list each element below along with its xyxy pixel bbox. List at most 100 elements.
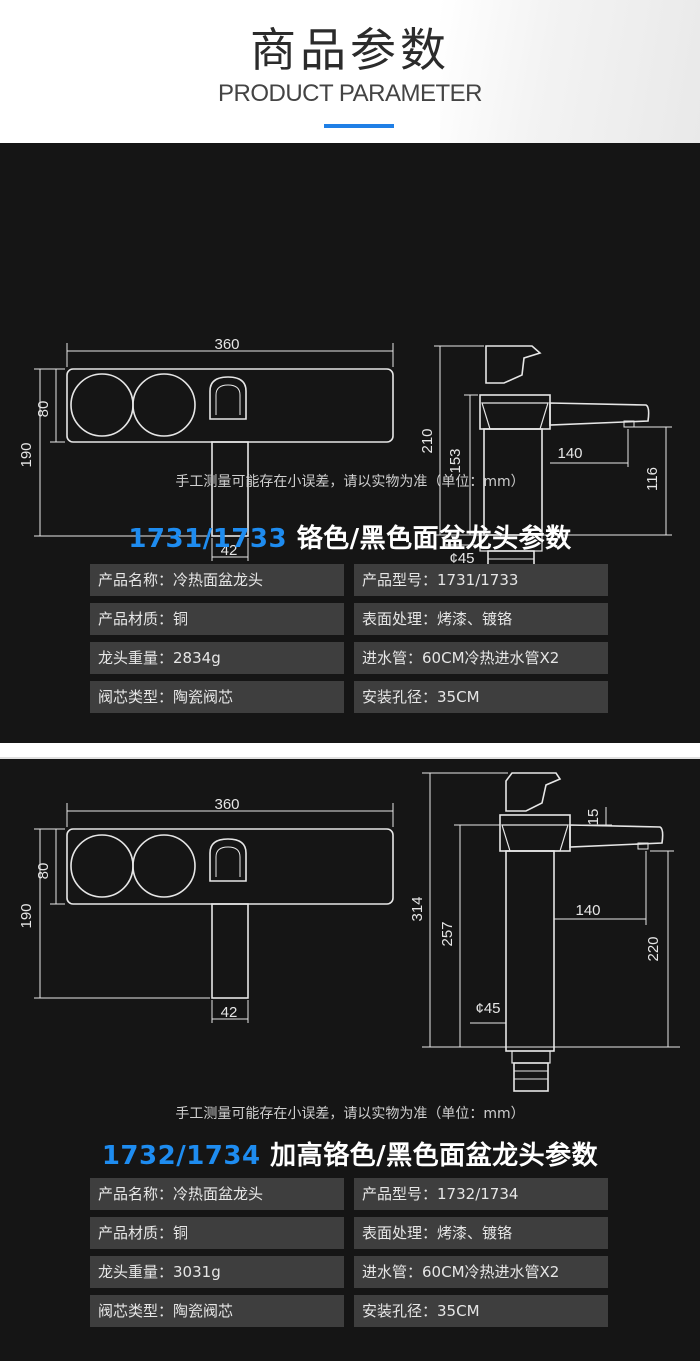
param-value: 铜 bbox=[173, 1224, 189, 1242]
dim-height: 190 bbox=[18, 442, 35, 467]
dim-hole: ¢45 bbox=[475, 1000, 500, 1017]
param-label: 表面处理： bbox=[362, 1224, 438, 1242]
lever-outline bbox=[209, 838, 247, 882]
param-label: 进水管： bbox=[362, 649, 423, 667]
side-body-top bbox=[499, 814, 571, 852]
technical-drawing-1731: 360 190 80 42 210 153 140 116 ¢45 bbox=[18, 336, 672, 583]
dim-spout-height: 220 bbox=[645, 936, 662, 961]
param-cell: 安装孔径：35CM bbox=[354, 1295, 608, 1327]
param-cell: 龙头重量：3031g bbox=[90, 1256, 344, 1288]
param-value: 铜 bbox=[173, 610, 189, 628]
dim-reach: 140 bbox=[557, 445, 582, 462]
param-label: 龙头重量： bbox=[98, 649, 174, 667]
dim-width: 360 bbox=[214, 796, 239, 813]
param-cell: 产品材质：铜 bbox=[90, 603, 344, 635]
param-value: 陶瓷阀芯 bbox=[173, 1302, 234, 1320]
param-label: 产品型号： bbox=[362, 571, 438, 589]
dim-total-height: 314 bbox=[409, 896, 426, 921]
stem-outline bbox=[211, 903, 249, 999]
side-handle-outline bbox=[505, 772, 562, 812]
side-inlet-outline bbox=[513, 1062, 549, 1092]
dim-knob: 80 bbox=[35, 863, 52, 880]
dim-stem: 42 bbox=[221, 1004, 238, 1021]
header-background-photo bbox=[440, 0, 700, 143]
param-cell: 表面处理：烤漆、镀铬 bbox=[354, 603, 608, 635]
param-label: 表面处理： bbox=[362, 610, 438, 628]
dim-height: 190 bbox=[18, 903, 35, 928]
param-cell: 阀芯类型：陶瓷阀芯 bbox=[90, 681, 344, 713]
side-spout-outline bbox=[549, 402, 650, 426]
page-subtitle: PRODUCT PARAMETER bbox=[218, 80, 482, 107]
dim-width: 360 bbox=[214, 336, 239, 353]
param-cell: 产品名称：冷热面盆龙头 bbox=[90, 564, 344, 596]
param-cell: 产品名称：冷热面盆龙头 bbox=[90, 1178, 344, 1210]
param-cell: 表面处理：烤漆、镀铬 bbox=[354, 1217, 608, 1249]
measurement-note: 手工测量可能存在小误差，请以实物为准（单位：mm） bbox=[175, 474, 525, 490]
param-label: 阀芯类型： bbox=[98, 688, 174, 706]
param-label: 阀芯类型： bbox=[98, 1302, 174, 1320]
title-text: 加高铬色/黑色面盆龙头参数 bbox=[260, 1141, 599, 1171]
model-number: 1731/1733 bbox=[128, 524, 288, 554]
product-section-1731: 360 190 80 42 210 153 140 116 ¢45 手工测量可能… bbox=[0, 143, 700, 743]
param-cell: 龙头重量：2834g bbox=[90, 642, 344, 674]
param-label: 产品型号： bbox=[362, 1185, 438, 1203]
param-value: 烤漆、镀铬 bbox=[437, 1224, 513, 1242]
param-value: 1732/1734 bbox=[437, 1185, 519, 1203]
param-label: 产品名称： bbox=[98, 571, 174, 589]
param-value: 陶瓷阀芯 bbox=[173, 688, 234, 706]
dim-reach: 140 bbox=[575, 902, 600, 919]
section-title: 1732/1734 加高铬色/黑色面盆龙头参数 bbox=[0, 1135, 700, 1172]
param-cell: 产品型号：1731/1733 bbox=[354, 564, 608, 596]
hot-knob-outline bbox=[70, 834, 134, 898]
page-title: 商品参数 bbox=[250, 23, 450, 77]
param-label: 产品材质： bbox=[98, 610, 174, 628]
side-handle-outline bbox=[485, 345, 542, 384]
param-cell: 安装孔径：35CM bbox=[354, 681, 608, 713]
param-value: 60CM冷热进水管X2 bbox=[422, 1263, 560, 1281]
side-body-column bbox=[505, 850, 555, 1052]
param-value: 冷热面盆龙头 bbox=[173, 571, 264, 589]
product-section-1732: 360 190 80 42 314 257 140 220 15 ¢45 手工测… bbox=[0, 757, 700, 1361]
dim-total-height: 210 bbox=[419, 428, 436, 453]
dim-body-height: 153 bbox=[447, 448, 464, 473]
technical-drawing-1732: 360 190 80 42 314 257 140 220 15 ¢45 bbox=[18, 772, 680, 1092]
param-value: 1731/1733 bbox=[437, 571, 519, 589]
dim-body-height: 257 bbox=[439, 921, 456, 946]
dim-hole: ¢45 bbox=[449, 550, 474, 567]
param-label: 产品名称： bbox=[98, 1185, 174, 1203]
param-value: 2834g bbox=[173, 649, 221, 667]
dim-stem: 42 bbox=[221, 542, 238, 559]
param-label: 龙头重量： bbox=[98, 1263, 174, 1281]
dim-top-height: 15 bbox=[585, 809, 602, 826]
param-cell: 进水管：60CM冷热进水管X2 bbox=[354, 1256, 608, 1288]
param-cell: 进水管：60CM冷热进水管X2 bbox=[354, 642, 608, 674]
side-body-top bbox=[479, 394, 551, 430]
dim-knob: 80 bbox=[35, 401, 52, 418]
cold-knob-outline bbox=[132, 373, 196, 437]
param-label: 安装孔径： bbox=[362, 1302, 438, 1320]
dim-spout-height: 116 bbox=[644, 467, 661, 491]
cold-knob-outline bbox=[132, 834, 196, 898]
hot-knob-outline bbox=[70, 373, 134, 437]
param-cell: 产品材质：铜 bbox=[90, 1217, 344, 1249]
title-text: 铬色/黑色面盆龙头参数 bbox=[287, 524, 572, 554]
param-value: 冷热面盆龙头 bbox=[173, 1185, 264, 1203]
panel-outline bbox=[66, 828, 394, 905]
param-value: 3031g bbox=[173, 1263, 221, 1281]
param-value: 35CM bbox=[437, 688, 480, 706]
param-value: 烤漆、镀铬 bbox=[437, 610, 513, 628]
param-cell: 产品型号：1732/1734 bbox=[354, 1178, 608, 1210]
param-value: 35CM bbox=[437, 1302, 480, 1320]
page-header: 商品参数 PRODUCT PARAMETER bbox=[0, 0, 700, 143]
param-label: 产品材质： bbox=[98, 1224, 174, 1242]
param-value: 60CM冷热进水管X2 bbox=[422, 649, 560, 667]
side-spout-outline bbox=[569, 824, 664, 848]
param-cell: 阀芯类型：陶瓷阀芯 bbox=[90, 1295, 344, 1327]
measurement-note: 手工测量可能存在小误差，请以实物为准（单位：mm） bbox=[175, 1106, 525, 1122]
panel-outline bbox=[66, 368, 394, 443]
lever-outline bbox=[209, 376, 247, 420]
title-underline bbox=[324, 124, 394, 128]
stem-outline bbox=[211, 441, 249, 537]
model-number: 1732/1734 bbox=[101, 1141, 261, 1171]
param-label: 进水管： bbox=[362, 1263, 423, 1281]
